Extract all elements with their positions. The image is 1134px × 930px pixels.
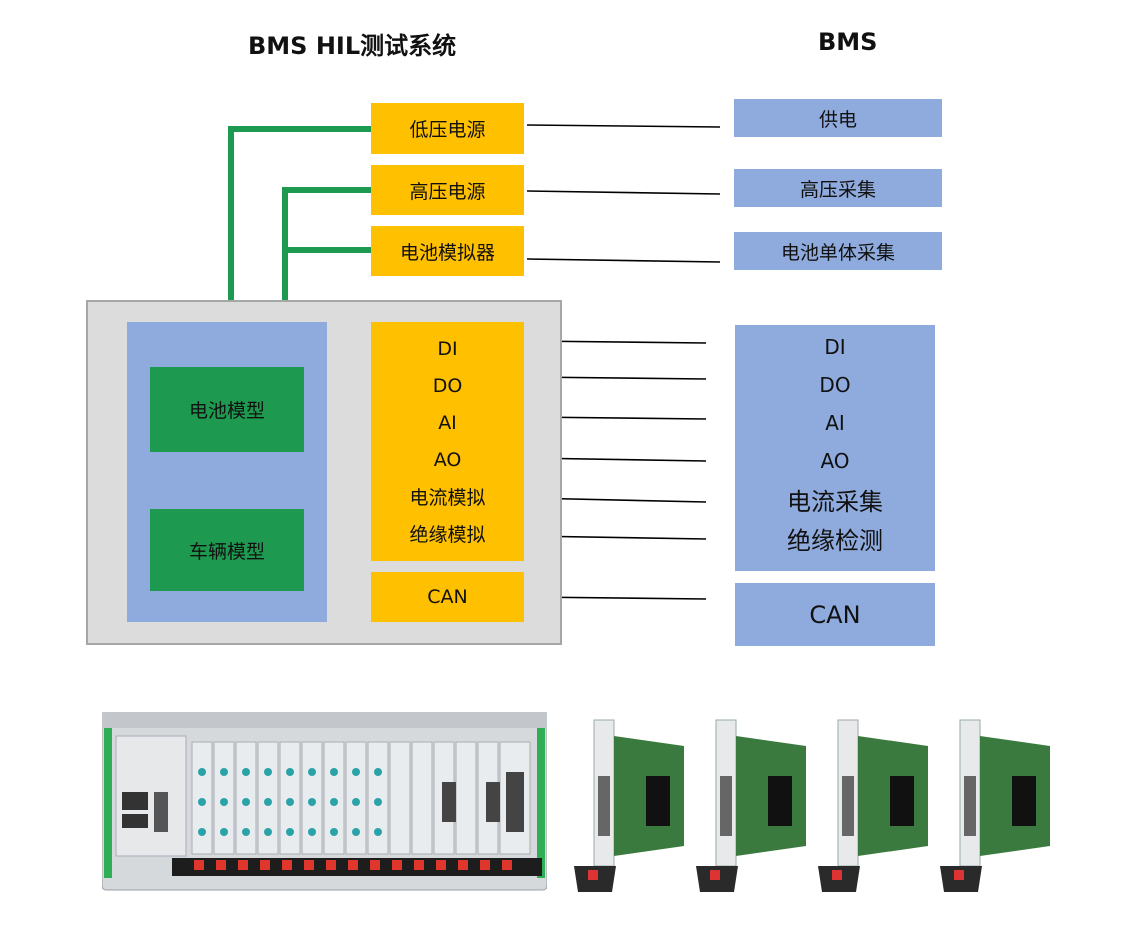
wire-supply: [526, 124, 721, 128]
bms-supply-box: 供电: [734, 99, 942, 137]
hil-can-box: CAN: [371, 572, 524, 622]
bms-hv-acquisition-box: 高压采集: [734, 169, 942, 207]
bms-signal-ai: AI: [825, 411, 845, 435]
hil-signal-di: DI: [437, 337, 458, 360]
bms-signal-do: DO: [819, 373, 851, 397]
vehicle-model-box: 车辆模型: [150, 509, 304, 591]
bms-signal-insulation-detect: 绝缘检测: [787, 527, 883, 555]
bms-cell-acquisition-box: 电池单体采集: [734, 232, 942, 270]
low-voltage-power-box: 低压电源: [371, 103, 524, 154]
wire-hv: [526, 190, 721, 195]
battery-simulator-box: 电池模拟器: [371, 226, 524, 276]
bms-signal-di: DI: [824, 335, 846, 359]
hil-signal-insulation-sim: 绝缘模拟: [409, 524, 486, 546]
wire-cell: [526, 258, 721, 263]
pxi-chassis-photo: [102, 712, 547, 891]
pxi-card-photo: [574, 719, 1050, 892]
hil-signal-current-sim: 电流模拟: [409, 487, 486, 509]
hil-io-module: DI DO AI AO 电流模拟 绝缘模拟: [371, 322, 524, 561]
bms-signal-current-acq: 电流采集: [787, 488, 883, 516]
hil-signal-do: DO: [432, 374, 463, 397]
hil-system-title: BMS HIL测试系统: [248, 32, 457, 60]
hil-signal-ao: AO: [433, 448, 462, 471]
bms-io-module: DI DO AI AO 电流采集 绝缘检测: [735, 325, 935, 571]
battery-model-box: 电池模型: [150, 367, 304, 452]
bms-can-box: CAN: [735, 583, 935, 646]
high-voltage-power-box: 高压电源: [371, 165, 524, 215]
hil-signal-ai: AI: [438, 411, 457, 434]
bms-signal-ao: AO: [820, 449, 850, 473]
bms-title: BMS: [818, 28, 878, 56]
low-voltage-connector: [228, 126, 372, 300]
